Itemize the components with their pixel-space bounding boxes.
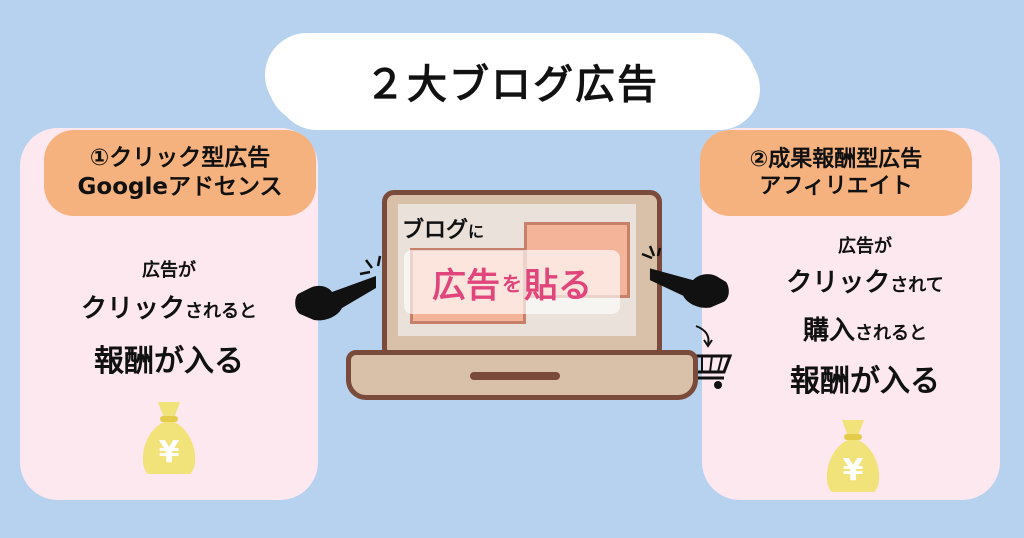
left-line2: クリックされると (20, 288, 318, 325)
ad-banner: 広告を貼る (404, 250, 620, 314)
blog-label-big: ブログ (402, 218, 469, 243)
left-line2-small: されると (185, 301, 257, 322)
page-title: ２大ブログ広告 (365, 62, 659, 108)
right-line2-small: されて (890, 275, 944, 296)
spark-icon (640, 244, 670, 280)
right-line1: 広告が (838, 236, 892, 257)
right-bag-symbol: ¥ (843, 453, 864, 488)
right-line3-small: されると (855, 323, 927, 344)
left-line1: 広告が (142, 260, 196, 281)
ad-particle: を (502, 271, 522, 296)
pointing-hand-icon (648, 258, 732, 314)
right-line2-big: クリック (786, 268, 891, 298)
left-line2-big: クリック (80, 294, 185, 324)
right-heading: ②成果報酬型広告 アフィリエイト (700, 130, 972, 216)
left-line3: 報酬が入る (94, 344, 244, 379)
money-bag-icon: ¥ (134, 396, 204, 482)
right-line4: 報酬が入る (790, 364, 940, 399)
right-line3: 購入されると (740, 310, 990, 347)
right-heading-line2: アフィリエイト (759, 174, 913, 199)
title-cloud: ２大ブログ広告 (268, 38, 756, 124)
blog-label-small: に (468, 222, 485, 241)
pointing-hand-icon (292, 270, 378, 326)
blog-label: ブログに (402, 212, 484, 244)
right-line3-big: 購入 (802, 316, 855, 346)
left-bag-symbol: ¥ (159, 435, 180, 470)
left-heading-line1: ①クリック型広告 (89, 145, 271, 172)
money-bag-icon: ¥ (818, 414, 888, 500)
laptop-trackpad (470, 372, 560, 380)
left-heading-line2: Googleアドセンス (77, 174, 283, 200)
ad-word2: 貼る (524, 265, 592, 306)
spark-icon (356, 254, 390, 294)
ad-word1: 広告 (432, 265, 500, 306)
right-heading-line1: ②成果報酬型広告 (749, 146, 923, 172)
left-heading: ①クリック型広告 Googleアドセンス (44, 130, 316, 216)
right-line2: クリックされて (740, 262, 990, 299)
